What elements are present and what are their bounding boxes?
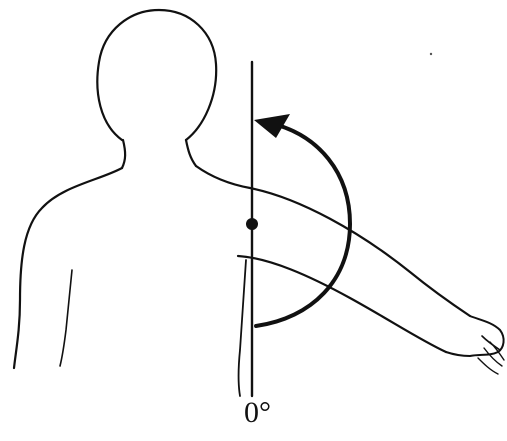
- head-outline: [97, 10, 216, 140]
- abduction-arc: [256, 124, 350, 326]
- neck-right-line: [186, 140, 196, 166]
- angle-label: 0°: [244, 396, 271, 430]
- hand-outline: [446, 316, 504, 356]
- torso-inner-contour: [60, 270, 72, 366]
- shoulder-pivot-point: [246, 218, 258, 230]
- left-shoulder-outline: [14, 168, 122, 368]
- torso-right-side: [239, 260, 247, 396]
- neck-left-line: [122, 140, 125, 168]
- speck-dot: [430, 53, 432, 55]
- right-shoulder-upper-arm-outline: [196, 166, 470, 316]
